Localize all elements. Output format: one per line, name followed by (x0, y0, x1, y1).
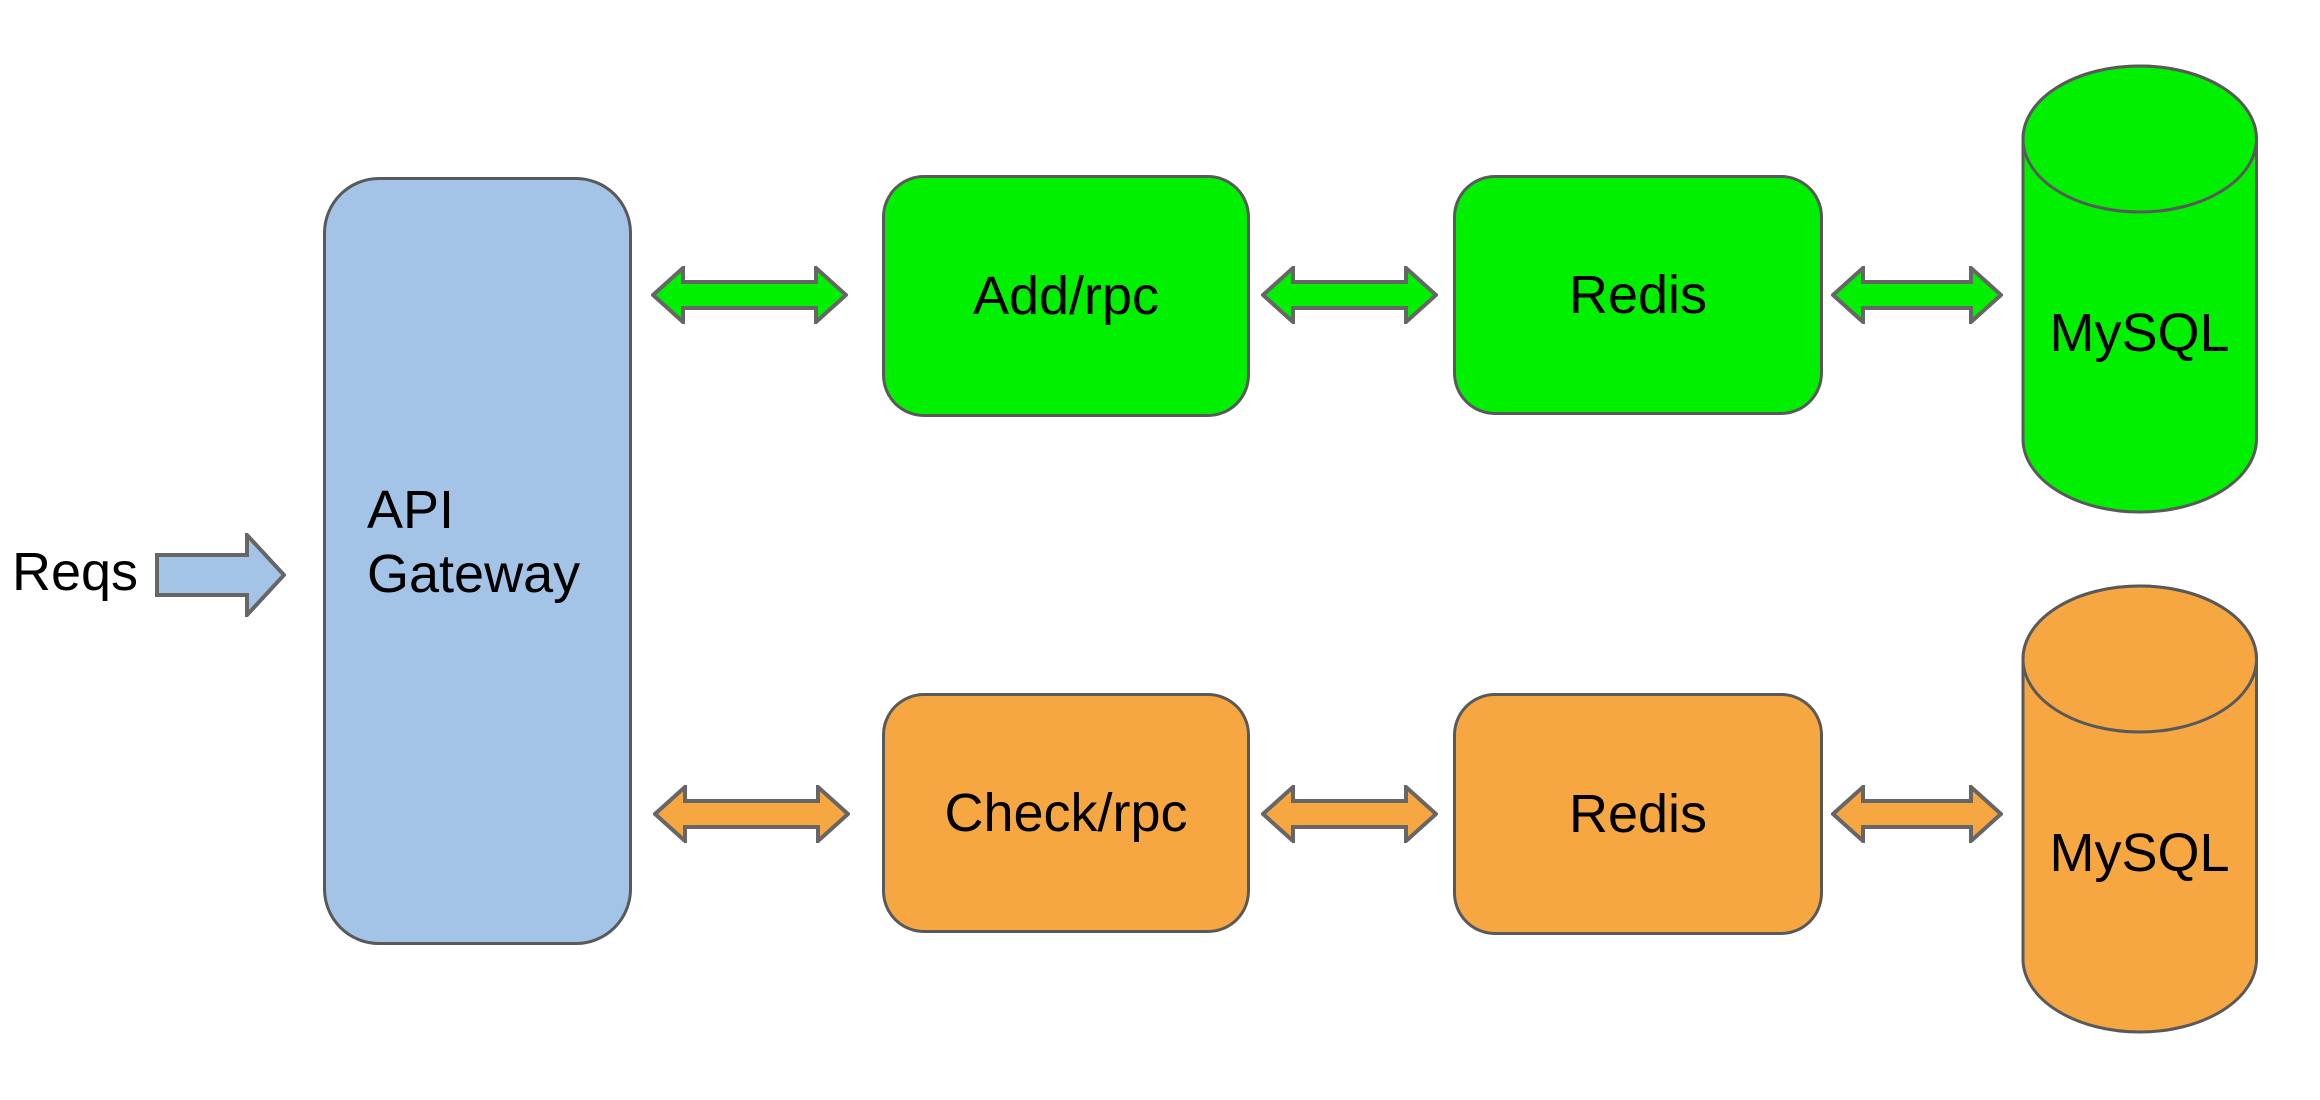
double-arrow-shape (651, 266, 848, 324)
add-rpc-label: Add/rpc (972, 265, 1160, 326)
mysql-add-label: MySQL (2049, 303, 2230, 363)
redis-add-label: Redis (1568, 264, 1708, 325)
mysql-check-cylinder: MySQL (2021, 583, 2258, 1035)
addrpc-redis-arrow-icon (1261, 266, 1438, 324)
request-arrow-icon (155, 533, 286, 617)
double-arrow-shape (1831, 785, 2003, 843)
request-arrow-shape (155, 533, 286, 617)
double-arrow-shape (653, 785, 850, 843)
api-gateway-node (323, 177, 632, 945)
check-rpc-label: Check/rpc (944, 782, 1188, 843)
double-arrow-shape (1261, 266, 1438, 324)
check-rpc-node: Check/rpc (882, 693, 1250, 933)
add-rpc-node: Add/rpc (882, 175, 1250, 417)
double-arrow-shape (1261, 785, 1438, 843)
redis-check-label: Redis (1568, 783, 1708, 844)
gateway-addrpc-arrow-icon (651, 266, 848, 324)
redis-add-node: Redis (1453, 175, 1823, 415)
mysql-check-label: MySQL (2049, 823, 2230, 883)
cylinder-top (2021, 64, 2258, 214)
redis-mysql-add-arrow-icon (1831, 266, 2003, 324)
mysql-add-cylinder: MySQL (2021, 63, 2258, 515)
redis-check-node: Redis (1453, 693, 1823, 935)
request-label: Reqs (12, 542, 139, 602)
database-cylinder-icon (2021, 584, 2258, 1034)
redis-mysql-check-arrow-icon (1831, 785, 2003, 843)
gateway-checkrpc-arrow-icon (653, 785, 850, 843)
double-arrow-shape (1831, 266, 2003, 324)
cylinder-top (2021, 584, 2258, 734)
api-gateway-label-line1: API (367, 480, 455, 540)
api-gateway-label: API Gateway (367, 478, 580, 606)
api-gateway-label-line2: Gateway (367, 544, 581, 604)
database-cylinder-icon (2021, 64, 2258, 514)
checkrpc-redis-arrow-icon (1261, 785, 1438, 843)
